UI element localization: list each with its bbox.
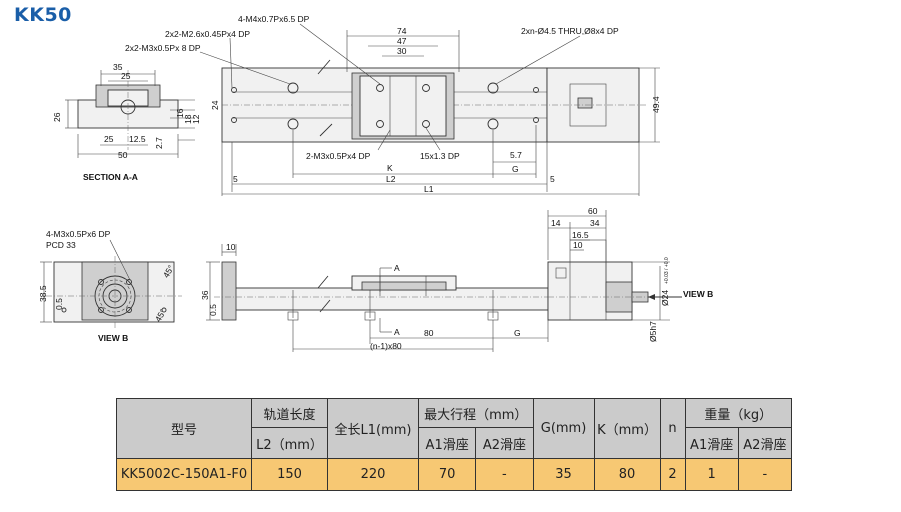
dim-sec-24: 24 bbox=[210, 100, 220, 110]
dim-sec-16: 16 bbox=[175, 108, 185, 118]
plan-motor-flange bbox=[569, 83, 607, 127]
dim-top-30: 30 bbox=[397, 46, 407, 56]
dim-top-49-4: 49.4 bbox=[651, 96, 661, 113]
dim-shaft-tol: +0.03 / +0.0 bbox=[664, 257, 670, 284]
th-stroke-a2: A2滑座 bbox=[475, 427, 534, 459]
note-m4-holes: 4-M4x0.7Px6.5 DP bbox=[238, 14, 310, 24]
cell-stroke-a2: - bbox=[475, 458, 534, 491]
th-rail-length-top: 轨道长度 bbox=[251, 398, 328, 428]
th-rail-length-bottom: L2（mm） bbox=[251, 427, 328, 459]
dim-top-5a: 5 bbox=[233, 174, 238, 184]
technical-drawing: 35 25 26 16 18 12 25 12.5 2.7 50 SECTION… bbox=[38, 14, 713, 352]
note-m3-8dp: 2x2-M3x0.5Px 8 DP bbox=[125, 43, 201, 53]
section-marker-bottom: A bbox=[394, 327, 400, 337]
cell-n: 2 bbox=[659, 458, 686, 491]
plan-coupling bbox=[577, 97, 593, 109]
front-end-plate bbox=[221, 261, 237, 321]
dim-sec-35: 35 bbox=[113, 62, 123, 72]
view-b-label: VIEW B bbox=[98, 333, 128, 343]
cell-model: KK5002C-150A1-F0 bbox=[116, 458, 252, 491]
section-a-a-label: SECTION A-A bbox=[83, 172, 138, 182]
dim-sec-12: 12 bbox=[191, 114, 201, 124]
note-pitch: (n-1)x80 bbox=[370, 341, 402, 351]
th-model: 型号 bbox=[116, 398, 252, 459]
side-view: 60 14 34 16.5 10 Ø24 +0.03 / +0.0 Ø5h7 V… bbox=[547, 206, 713, 342]
cell-weight-a1: 1 bbox=[684, 458, 739, 491]
dim-top-l2: L2 bbox=[386, 174, 396, 184]
th-weight-a2: A2滑座 bbox=[737, 427, 793, 459]
dim-side-16-5: 16.5 bbox=[572, 230, 589, 240]
th-max-stroke: 最大行程（mm） bbox=[418, 398, 534, 428]
cell-weight-a2: - bbox=[737, 458, 793, 491]
note-thru-holes: 2xn-Ø4.5 THRU,Ø8x4 DP bbox=[521, 26, 619, 36]
dim-front-0-5: 0.5 bbox=[208, 304, 218, 316]
dim-front-g: G bbox=[514, 328, 521, 338]
page-title: KK50 bbox=[14, 4, 72, 26]
dim-shaft-dia: Ø24 bbox=[660, 290, 670, 306]
dim-front-80: 80 bbox=[424, 328, 434, 338]
dim-top-l1: L1 bbox=[424, 184, 434, 194]
front-carriage-base bbox=[361, 281, 447, 291]
note-slot: 15x1.3 DP bbox=[420, 151, 460, 161]
th-stroke-a1: A1滑座 bbox=[417, 427, 477, 459]
top-plan-view: 74 47 30 49.4 24 K G 5.7 L2 L1 5 5 4-M4x… bbox=[125, 14, 661, 196]
dim-top-5b: 5 bbox=[550, 174, 555, 184]
dim-sec-18: 18 bbox=[183, 114, 193, 124]
dim-front-36: 36 bbox=[200, 290, 210, 300]
dim-front-10: 10 bbox=[226, 242, 236, 252]
dim-sec-2-7: 2.7 bbox=[154, 137, 164, 149]
th-k: K（mm） bbox=[593, 398, 661, 459]
view-b: 38.5 0.5 45° 45° 4-M3x0.5Px6 DP PCD 33 V… bbox=[38, 229, 182, 343]
cell-l1: 220 bbox=[327, 458, 419, 491]
dim-side-14: 14 bbox=[551, 218, 561, 228]
th-weight: 重量（kg） bbox=[684, 398, 793, 428]
dim-vb-0-5: 0.5 bbox=[54, 298, 64, 310]
dim-top-5-7: 5.7 bbox=[510, 150, 522, 160]
dim-sec-12-5: 12.5 bbox=[129, 134, 146, 144]
dim-side-60: 60 bbox=[588, 206, 598, 216]
dim-vb-38-5: 38.5 bbox=[38, 285, 48, 302]
cell-k: 80 bbox=[593, 458, 661, 491]
dim-top-47: 47 bbox=[397, 36, 407, 46]
dim-sec-25: 25 bbox=[121, 71, 131, 81]
th-weight-a1: A1滑座 bbox=[684, 427, 739, 459]
dim-top-74: 74 bbox=[397, 26, 407, 36]
section-marker-top: A bbox=[394, 263, 400, 273]
cell-g: 35 bbox=[532, 458, 595, 491]
dim-side-10: 10 bbox=[573, 240, 583, 250]
dim-side-34: 34 bbox=[590, 218, 600, 228]
note-pcd: PCD 33 bbox=[46, 240, 76, 250]
front-view: 10 36 0.5 80 G (n-1)x80 A A bbox=[200, 242, 660, 352]
th-g: G(mm) bbox=[532, 398, 595, 459]
th-n: n bbox=[659, 398, 686, 459]
table-row: KK5002C-150A1-F0 150 220 70 - 35 80 2 1 … bbox=[116, 458, 793, 491]
note-m3-4dp: 2-M3x0.5Px4 DP bbox=[306, 151, 371, 161]
dim-sec-50: 50 bbox=[118, 150, 128, 160]
cell-stroke-a1: 70 bbox=[417, 458, 477, 491]
section-a-a-view: 35 25 26 16 18 12 25 12.5 2.7 50 SECTION… bbox=[52, 62, 201, 182]
th-total-length: 全长L1(mm) bbox=[327, 398, 419, 459]
spec-table: 型号 轨道长度 全长L1(mm) 最大行程（mm） G(mm) K（mm） n … bbox=[116, 398, 793, 491]
dim-sec-26: 26 bbox=[52, 112, 62, 122]
note-m2-6-holes: 2x2-M2.6x0.45Px4 DP bbox=[165, 29, 250, 39]
view-b-arrow-label: VIEW B bbox=[683, 289, 713, 299]
dim-shaft-h7: Ø5h7 bbox=[648, 321, 658, 342]
cell-l2: 150 bbox=[251, 458, 328, 491]
front-rail bbox=[231, 287, 549, 311]
dim-top-k: K bbox=[387, 163, 393, 173]
plan-carriage-top bbox=[359, 75, 447, 137]
note-m3-6dp: 4-M3x0.5Px6 DP bbox=[46, 229, 111, 239]
dim-top-g: G bbox=[512, 164, 519, 174]
dim-sec-25b: 25 bbox=[104, 134, 114, 144]
